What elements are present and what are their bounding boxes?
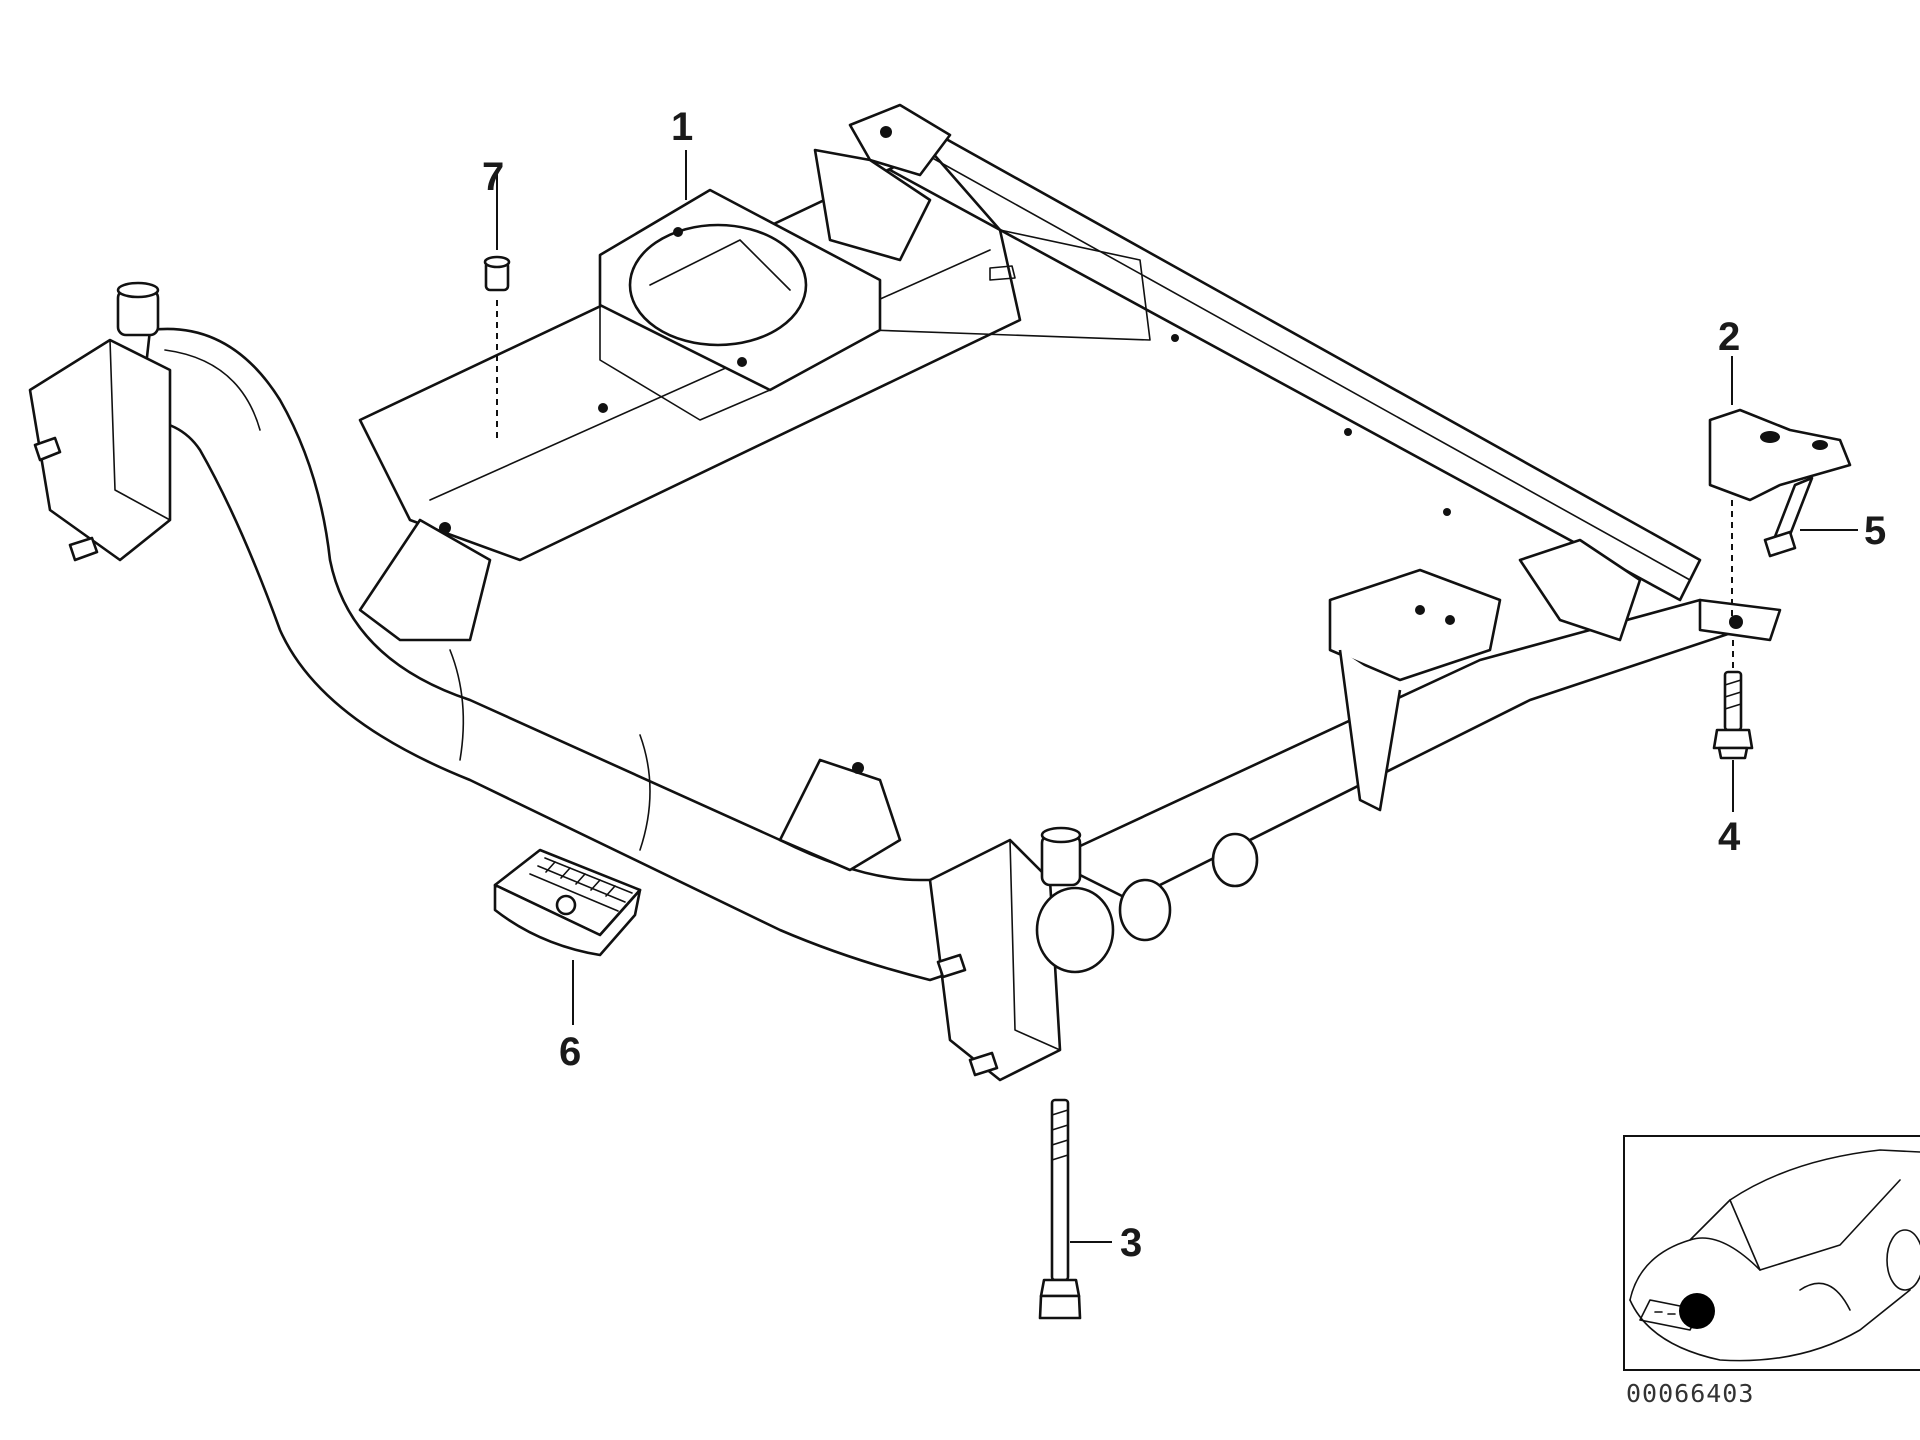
hole [1443,508,1451,516]
tube-seam [449,649,465,761]
spring-seat-wall [599,304,771,421]
callout-5: 5 [1864,509,1886,553]
stud [968,1051,999,1077]
stud [936,953,967,979]
callout-3: 3 [1120,1221,1142,1265]
hole [1415,605,1425,615]
front-right-boss-inner [1118,878,1172,942]
hole [439,522,451,534]
hole [1729,615,1743,629]
part-5-bolt [1763,476,1858,558]
tube-seam [639,734,651,851]
part-7-bush [483,170,511,440]
hole [1344,428,1352,436]
callout-6: 6 [559,1030,581,1074]
right-arm-plate [1328,568,1502,682]
hole [1171,334,1179,342]
front-axle-subframe [28,103,1782,1082]
front-right-mount-edge [1009,839,1061,1051]
front-left-mount-edge [109,339,171,521]
part-4-bolt [1712,640,1754,812]
spring-seat-inner [649,239,791,291]
part-3-long-bolt [1038,1098,1112,1320]
callout-2: 2 [1718,315,1740,359]
location-marker-icon [1679,1293,1715,1329]
rear-left-mount-tab [848,103,952,177]
spring-seat-opening [628,223,808,347]
location-inset [1623,1135,1920,1371]
car-outline-icon [1629,1149,1920,1362]
hole [673,227,683,237]
left-upper-rail-edge [429,249,991,501]
stud [33,436,62,462]
front-left-mount-post-top [116,281,160,299]
rail-boss [1211,832,1259,888]
hole [737,357,747,367]
tube-highlight [164,349,261,431]
inner-brace [869,229,1151,341]
rear-left-mount-bracket [813,148,932,262]
left-arm-bracket [358,518,492,642]
part-2-mount-bracket [1708,356,1852,620]
hole [852,762,864,774]
hole [598,403,608,413]
front-right-boss [1035,886,1115,974]
front-right-mount-post-top [1040,826,1082,844]
part-6-rubber-pad [493,848,642,1025]
center-arm-bracket [778,758,902,872]
rear-cross-member [888,128,1702,602]
right-arm-bracket-web [1338,649,1402,812]
callout-4: 4 [1718,815,1741,859]
stud [68,536,99,562]
rear-cross-member-edge [917,149,1691,581]
hole [880,126,892,138]
rear-right-mount [1518,538,1642,642]
callout-1: 1 [671,105,693,149]
hole [1445,615,1455,625]
brace-slot [989,265,1016,281]
callout-7: 7 [482,155,504,199]
diagram-reference-number: 00066403 [1626,1379,1754,1408]
